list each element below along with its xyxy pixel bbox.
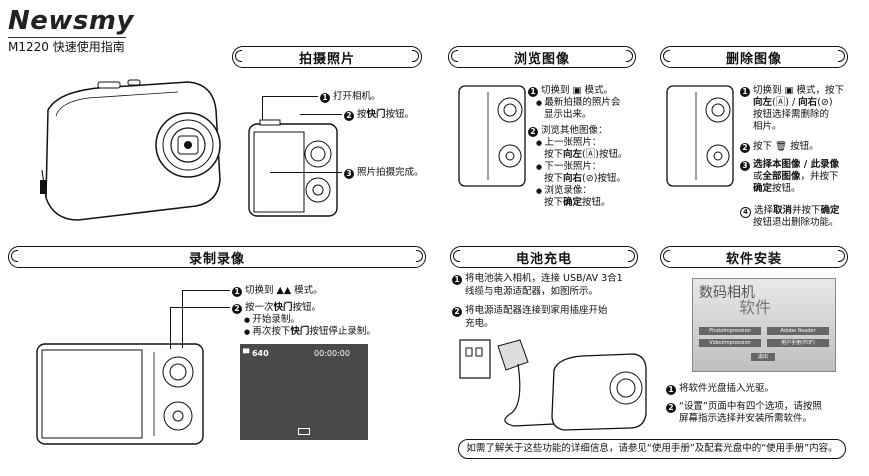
installer-title: 数码相机 <box>699 285 755 301</box>
battery-step-2b: 充电。 <box>465 318 494 329</box>
browse-note-2: 显示出来。 <box>544 109 592 120</box>
battery-icon <box>298 428 310 435</box>
section-title-delete: 删除图像 <box>660 46 848 68</box>
record-resolution: ▀ 640 <box>243 349 269 358</box>
section-title-battery: 电池充电 <box>450 246 638 268</box>
record-bullet-stop: 再次按下快门按钮停止录制。 <box>244 325 376 339</box>
delete-step-4b: 按钮退出删除功能。 <box>753 217 839 228</box>
section-title-record: 录制录像 <box>8 246 426 268</box>
record-timer: 00:00:00 <box>314 349 350 358</box>
software-step-2: 2“设置”页面中有四个选项，请按照 <box>666 400 822 413</box>
logo-underline <box>8 37 126 38</box>
section-title-browse: 浏览图像 <box>448 46 636 68</box>
installer-subtitle: 软件 <box>739 298 772 317</box>
battery-step-1b: 线缆与电源适配器，如图所示。 <box>465 286 599 297</box>
software-step-2b: 屏幕指示选择并安装所需软件。 <box>679 413 813 424</box>
install-adobe-reader-button[interactable]: Adobe Reader <box>767 327 829 335</box>
guide-title: M1220 快速使用指南 <box>8 40 125 54</box>
camera-back-delete <box>666 85 734 187</box>
footer-note: 如需了解关于这些功能的详细信息，请参见“使用手册”及配套光盘中的“使用手册”内容… <box>458 439 846 459</box>
section-title-software: 软件安装 <box>660 246 848 268</box>
browse-prev: 上一张照片： <box>536 136 601 150</box>
browse-note-1: 最新拍摄的照片会 <box>536 96 620 110</box>
charging-illustration <box>459 339 647 431</box>
delete-step-1-end: 相片。 <box>753 121 782 132</box>
brand-logo: Newsmy <box>8 6 134 36</box>
browse-next-action: 按下向右(⊘)按钮。 <box>544 173 626 184</box>
browse-next: 下一张照片： <box>536 160 601 174</box>
browse-prev-action: 按下向左(🄰)按钮。 <box>544 149 628 160</box>
delete-step-3c: 确定按钮。 <box>753 183 801 194</box>
camera-back-shoot <box>248 119 338 217</box>
install-photoimpression-button[interactable]: PhotoImpression <box>699 327 761 335</box>
software-installer-screen: 数码相机 软件 PhotoImpression Adobe Reader Vid… <box>692 278 836 372</box>
record-preview-screen: ▀ 640 00:00:00 <box>240 344 368 440</box>
user-manual-pdf-button[interactable]: 用户手册(PDF) <box>767 339 829 347</box>
installer-exit-button[interactable]: 退出 <box>751 353 775 361</box>
section-title-shoot: 拍摄照片 <box>232 46 422 68</box>
install-videoimpression-button[interactable]: VideoImpression <box>699 339 761 347</box>
camera-back-record <box>36 343 204 445</box>
browse-video: 浏览录像： <box>536 184 592 198</box>
delete-step-3b: 或全部图像，并按下 <box>753 171 839 182</box>
browse-video-action: 按下确定按钮。 <box>544 197 611 208</box>
record-bullet-start: 开始录制。 <box>244 313 300 327</box>
delete-step-1-direction: 向左(🄰) / 向右(⊘) <box>753 97 833 108</box>
camera-illustration <box>40 79 221 221</box>
delete-step-1-select: 按钮选择需删除的 <box>753 109 830 120</box>
camera-back-browse <box>458 85 526 187</box>
